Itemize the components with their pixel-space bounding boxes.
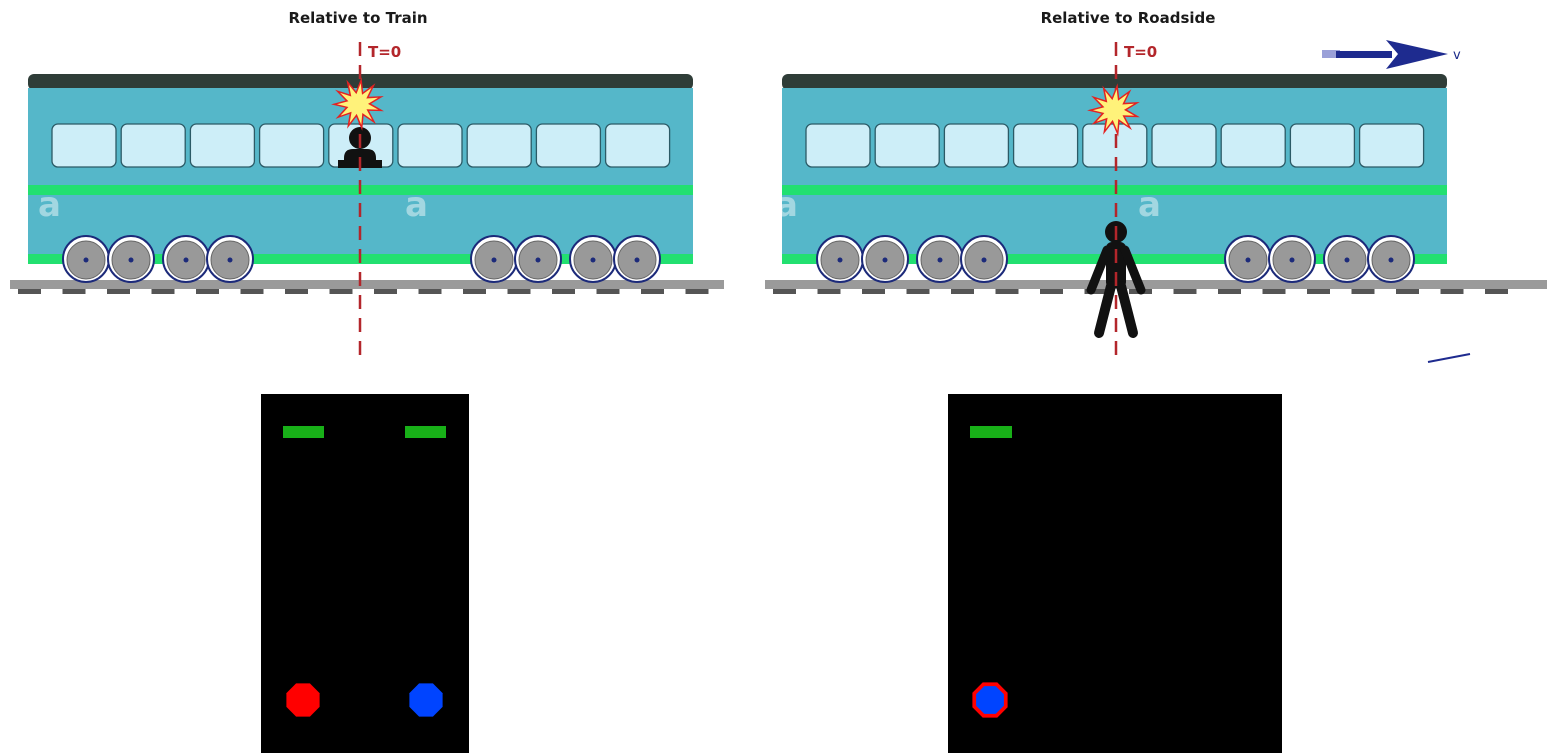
- wheel-axle: [1345, 258, 1350, 263]
- train-window: [1014, 124, 1078, 167]
- rail-sleeper: [241, 289, 264, 294]
- rail-sleeper: [1218, 289, 1241, 294]
- wheel-axle: [1290, 258, 1295, 263]
- wheel-axle: [838, 258, 843, 263]
- roadside-frame-panel: Relative to Roadside v a a: [765, 9, 1547, 362]
- train-frame-title: Relative to Train: [288, 9, 427, 27]
- rail-sleeper: [107, 289, 130, 294]
- train-roof: [782, 74, 1447, 90]
- wheel-axle: [129, 258, 134, 263]
- wheel-axle: [1389, 258, 1394, 263]
- rail-sleeper: [63, 289, 86, 294]
- rail-sleeper: [597, 289, 620, 294]
- wheel-axle: [1246, 258, 1251, 263]
- wheel-axle: [591, 258, 596, 263]
- train-window: [398, 124, 462, 167]
- train-window: [1290, 124, 1354, 167]
- detector-light-right: [405, 426, 446, 438]
- rail-sleeper: [1040, 289, 1063, 294]
- train-frame-panel: Relative to Train a a T=0: [10, 9, 724, 362]
- rail-sleeper: [773, 289, 796, 294]
- train-stripe: [782, 185, 1447, 195]
- rail-sleeper: [996, 289, 1019, 294]
- rail-sleeper: [1396, 289, 1419, 294]
- train-window: [536, 124, 600, 167]
- blue-signal-dot: [409, 683, 442, 716]
- blue-signal-dot: [976, 686, 1004, 714]
- rail-sleeper: [951, 289, 974, 294]
- train-window: [1221, 124, 1285, 167]
- rail-sleeper: [374, 289, 397, 294]
- watermark: a: [405, 185, 428, 225]
- rail-sleeper: [508, 289, 531, 294]
- roadside-detector-screen: [948, 394, 1282, 753]
- watermark: a: [775, 185, 798, 225]
- train-window: [875, 124, 939, 167]
- rail-sleeper: [196, 289, 219, 294]
- train-window: [190, 124, 254, 167]
- roadside-frame-title: Relative to Roadside: [1041, 9, 1216, 27]
- watermark: a: [1138, 185, 1161, 225]
- rail-sleeper: [152, 289, 175, 294]
- velocity-arrow-icon: [1322, 40, 1448, 69]
- train-detector-screen: [261, 394, 469, 753]
- train-window: [1152, 124, 1216, 167]
- train-window: [121, 124, 185, 167]
- rail-sleeper: [463, 289, 486, 294]
- wheel-axle: [184, 258, 189, 263]
- rail-sleeper: [1263, 289, 1286, 294]
- train-window: [467, 124, 531, 167]
- rail-sleeper: [907, 289, 930, 294]
- time-zero-label: T=0: [1124, 43, 1157, 61]
- rail-sleeper: [18, 289, 41, 294]
- rail-sleeper: [641, 289, 664, 294]
- wheel-axle: [492, 258, 497, 263]
- small-arrow-fragment: [1428, 354, 1470, 362]
- wheel-axle: [228, 258, 233, 263]
- detector-light: [970, 426, 1012, 438]
- velocity-label: v: [1453, 48, 1461, 63]
- wheel-axle: [536, 258, 541, 263]
- rail-sleeper: [1352, 289, 1375, 294]
- wheel-axle: [635, 258, 640, 263]
- train-window: [606, 124, 670, 167]
- wheel-axle: [938, 258, 943, 263]
- wheel-axle: [883, 258, 888, 263]
- red-signal-dot: [286, 683, 319, 716]
- time-zero-label: T=0: [368, 43, 401, 61]
- wheel-axle: [982, 258, 987, 263]
- rail-sleeper: [818, 289, 841, 294]
- rail-sleeper: [552, 289, 575, 294]
- rail-sleeper: [1174, 289, 1197, 294]
- rail-sleeper: [330, 289, 353, 294]
- train-window: [944, 124, 1008, 167]
- rail-sleeper: [1441, 289, 1464, 294]
- wheel-axle: [84, 258, 89, 263]
- rail-sleeper: [1485, 289, 1508, 294]
- detector-light-left: [283, 426, 324, 438]
- rail-sleeper: [862, 289, 885, 294]
- rail-track: [10, 280, 724, 294]
- train-window: [52, 124, 116, 167]
- train-window: [806, 124, 870, 167]
- watermark: a: [38, 185, 61, 225]
- train-window: [260, 124, 324, 167]
- rail-sleeper: [1307, 289, 1330, 294]
- train-window: [1360, 124, 1424, 167]
- rail-sleeper: [686, 289, 709, 294]
- rail-sleeper: [285, 289, 308, 294]
- rail-sleeper: [419, 289, 442, 294]
